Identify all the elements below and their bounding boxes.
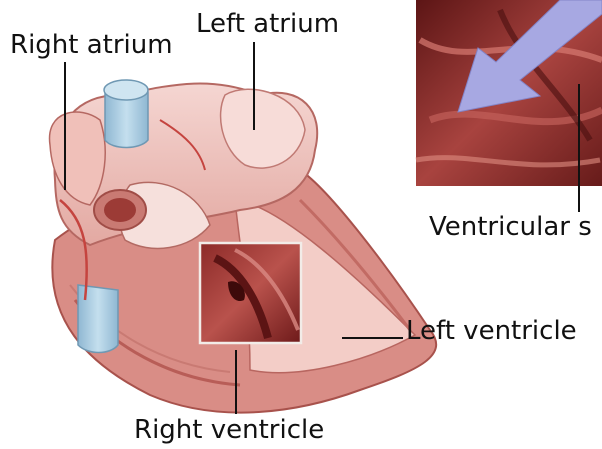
magnified-inset: [416, 0, 602, 186]
label-left-ventricle: Left ventricle: [406, 318, 577, 344]
heart: [50, 80, 437, 413]
label-right-atrium: Right atrium: [10, 32, 173, 58]
label-left-atrium: Left atrium: [196, 11, 339, 37]
label-ventricular-septum: Ventricular s: [429, 214, 592, 240]
label-right-ventricle: Right ventricle: [134, 417, 324, 443]
